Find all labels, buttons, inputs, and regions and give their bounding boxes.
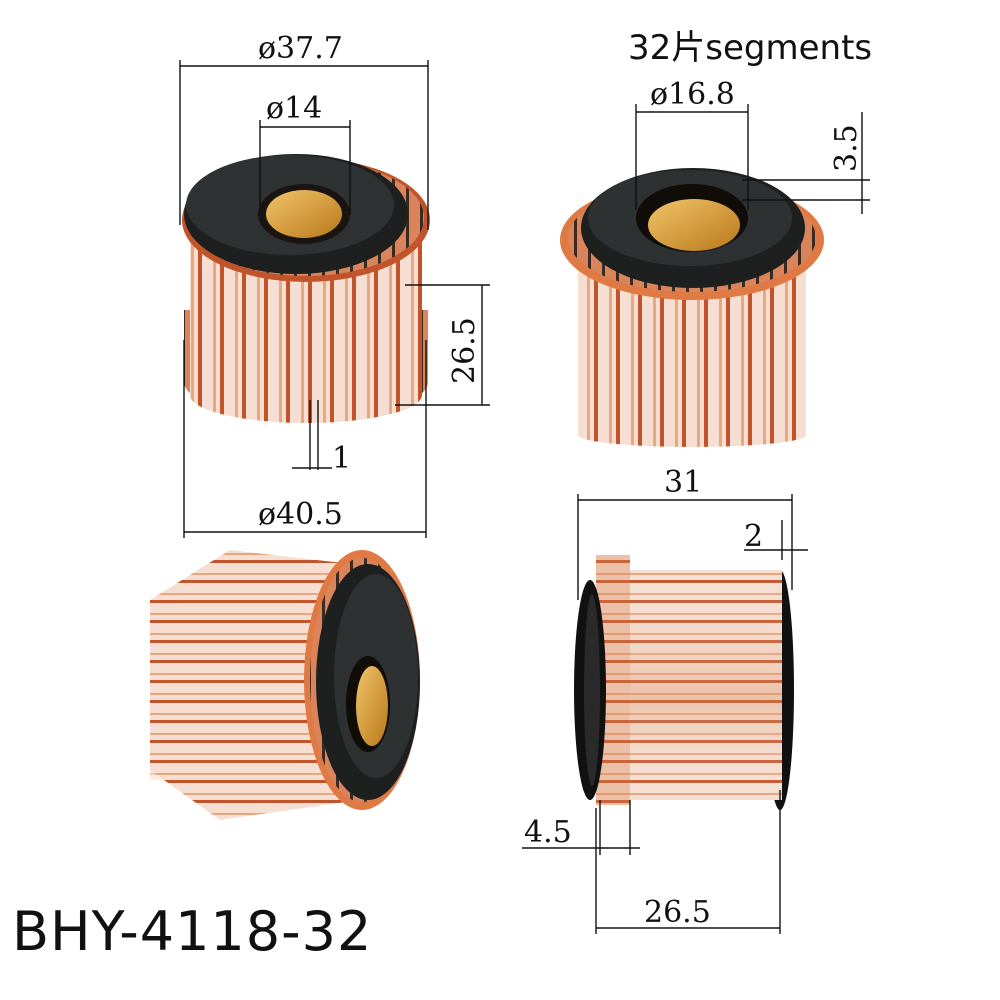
commutator-bottom-right: [574, 555, 794, 810]
dim-offset-3-5: 3.5: [829, 124, 864, 172]
segment-count-title: 32片segments: [628, 28, 873, 68]
commutator-top-right: [560, 168, 824, 447]
commutator-bottom-left: [150, 550, 420, 820]
dim-flange: 2: [744, 519, 763, 554]
dim-bore-16-8: ø16.8: [650, 77, 735, 112]
dim-bar-length: 26.5: [644, 895, 711, 930]
dim-riser-gap: 1: [332, 441, 351, 476]
dim-riser-width: 4.5: [524, 815, 572, 850]
dim-height-26-5: 26.5: [447, 317, 482, 384]
dim-bore-14: ø14: [266, 91, 322, 126]
part-number: BHY-4118-32: [12, 900, 373, 963]
dim-riser-diameter: ø40.5: [258, 497, 343, 532]
dim-outer-diameter: ø37.7: [258, 31, 343, 66]
commutator-top-left: [182, 154, 430, 423]
dim-total-length: 31: [664, 465, 702, 500]
dimension-lines: [179, 60, 870, 934]
